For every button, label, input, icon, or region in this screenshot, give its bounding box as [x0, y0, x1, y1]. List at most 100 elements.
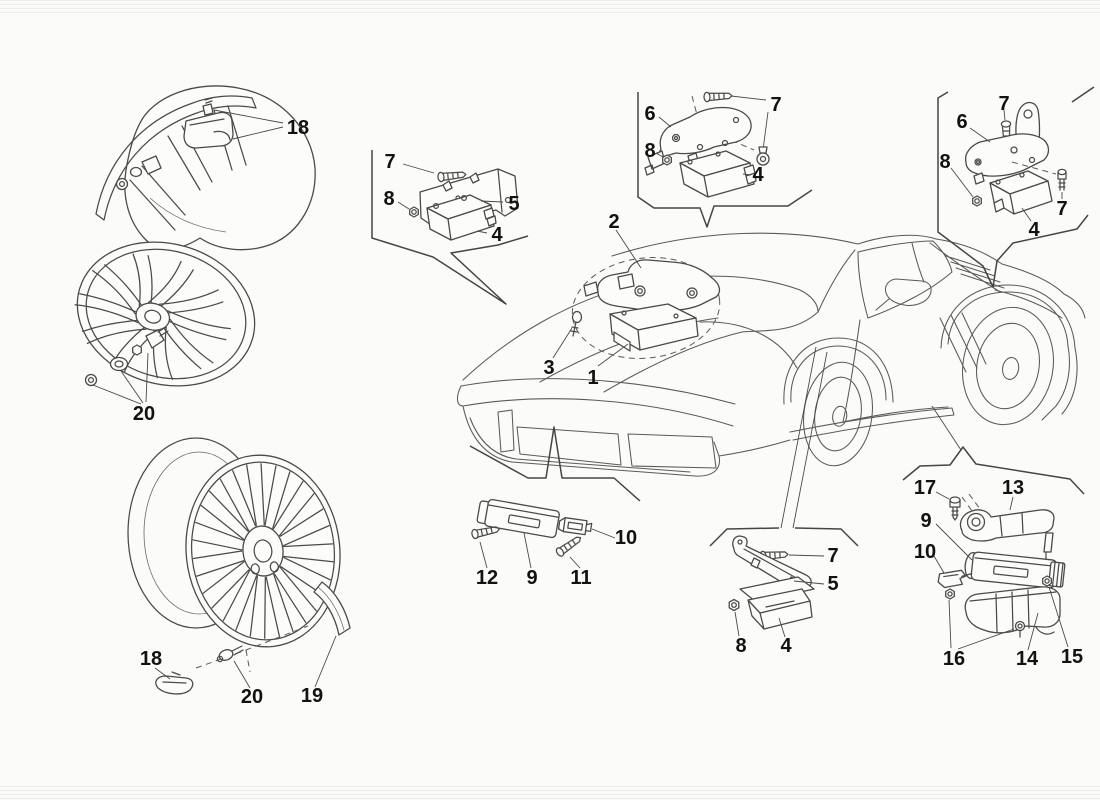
callout-frame [903, 447, 1084, 494]
bolt-part [1016, 622, 1025, 638]
nut-part-right [1043, 576, 1052, 586]
callout-frame-corner [1072, 87, 1094, 102]
part-label-screw-top: 7 [998, 93, 1009, 115]
callout-frame [710, 528, 779, 546]
nut-part [729, 600, 739, 611]
nut-part [973, 196, 982, 206]
rear-module-group: 7 6 8 4 7 [938, 87, 1094, 287]
assembly-dash-line [246, 650, 250, 672]
wheel-hub-bore [143, 308, 162, 324]
part-label-nut-right: 15 [1061, 646, 1083, 668]
control-unit-part [610, 304, 698, 351]
part-label-nut: 8 [383, 188, 394, 210]
nut-part-left [946, 589, 955, 599]
car-rear-fender [941, 285, 1077, 420]
tpms-sensor [184, 98, 233, 148]
part-label-wheel-valve: 20 [241, 686, 263, 708]
car-front-bumper [457, 379, 735, 476]
leader-line [214, 110, 283, 139]
rim-spokes [130, 106, 246, 230]
hub-valve-parts [117, 156, 162, 190]
fender-section [125, 86, 315, 250]
part-label-screw: 7 [827, 545, 838, 567]
part-label-nut: 8 [735, 635, 746, 657]
nut-part [410, 207, 419, 217]
car-outline [457, 233, 1085, 476]
front-module-group: 7 8 5 4 [372, 150, 528, 304]
part-label-bracket: 5 [508, 193, 519, 215]
housing-part [965, 587, 1060, 634]
screw-part-rear [554, 533, 584, 559]
assembly-dash-line [1012, 162, 1056, 174]
pointer-line [932, 406, 961, 450]
part-label-screw-front: 12 [476, 567, 498, 589]
leader-line [480, 529, 615, 568]
car-door [843, 320, 948, 422]
grommet-screw-part [757, 147, 769, 165]
car-rear-deck [995, 264, 1085, 318]
leader-line [735, 555, 824, 637]
rear-receiver-group: 17 13 9 10 16 14 15 [903, 406, 1084, 670]
leader-line [93, 353, 148, 404]
part-label-nut: 8 [939, 151, 950, 173]
part-label-screw-side: 7 [1056, 198, 1067, 220]
front-receiver-group: 12 9 11 10 [470, 427, 640, 589]
part-label-screw: 3 [543, 357, 554, 379]
screw-part-front [470, 523, 502, 540]
wheel-rim-inner [71, 231, 262, 397]
part-label-screw: 7 [384, 151, 395, 173]
pointer-line [781, 347, 827, 528]
callout-frame [795, 528, 858, 546]
part-label-bracket: 2 [608, 211, 619, 233]
clip-part [937, 570, 972, 588]
roof-module-group: 6 7 8 4 [638, 90, 812, 227]
car-engine-cover [930, 239, 1004, 292]
part-label-screw-rear: 11 [570, 567, 591, 589]
part-label-bracket: 6 [956, 111, 967, 133]
part-label-bracket: 6 [644, 103, 655, 125]
part-label-screw: 7 [770, 94, 781, 116]
wheel-arch-sensor-detail: 18 [96, 86, 315, 250]
part-label-receiver: 9 [920, 510, 931, 532]
wheel-sensor [156, 672, 193, 694]
bracket-part [966, 103, 1049, 184]
car-side-intake [940, 313, 986, 372]
part-label-clip: 10 [914, 541, 936, 563]
part-label-module: 4 [491, 224, 503, 246]
part-label-receiver: 9 [526, 567, 537, 589]
valve-kit-parts [86, 327, 169, 386]
part-label-control-unit: 1 [587, 367, 598, 389]
rim-flange [96, 96, 256, 220]
car-roof [612, 233, 936, 312]
part-label-module: 4 [1028, 219, 1040, 241]
leader-line [398, 164, 503, 233]
part-label-holder: 10 [615, 527, 637, 549]
screw-part [950, 497, 960, 520]
screw-part [571, 312, 582, 337]
car-mirror [876, 279, 931, 310]
control-unit-group: 2 3 1 [543, 211, 725, 389]
wheel-hub-bore [253, 539, 273, 563]
leader-line [656, 117, 751, 175]
part-label-screw: 17 [914, 477, 936, 499]
wheel-face [177, 447, 350, 654]
part-label-housing: 14 [1016, 648, 1039, 670]
leader-line [731, 96, 768, 150]
holder-bracket-part [558, 517, 592, 535]
leader-line [155, 636, 336, 688]
part-label-module: 4 [752, 164, 764, 186]
module-part [740, 577, 814, 629]
car-front-wheel [797, 358, 879, 470]
part-label-module: 4 [780, 635, 792, 657]
callout-frame [938, 92, 1088, 287]
bracket-part [960, 510, 1054, 559]
leader-line [951, 110, 1062, 221]
wheel-valve-detail: 20 [71, 221, 272, 425]
inner-fender-line [150, 198, 226, 232]
part-label-bracket: 13 [1002, 477, 1024, 499]
part-label-nut: 8 [644, 140, 655, 162]
part-label-nut-pair: 16 [943, 648, 965, 670]
part-label-valve-kit: 20 [133, 403, 155, 425]
